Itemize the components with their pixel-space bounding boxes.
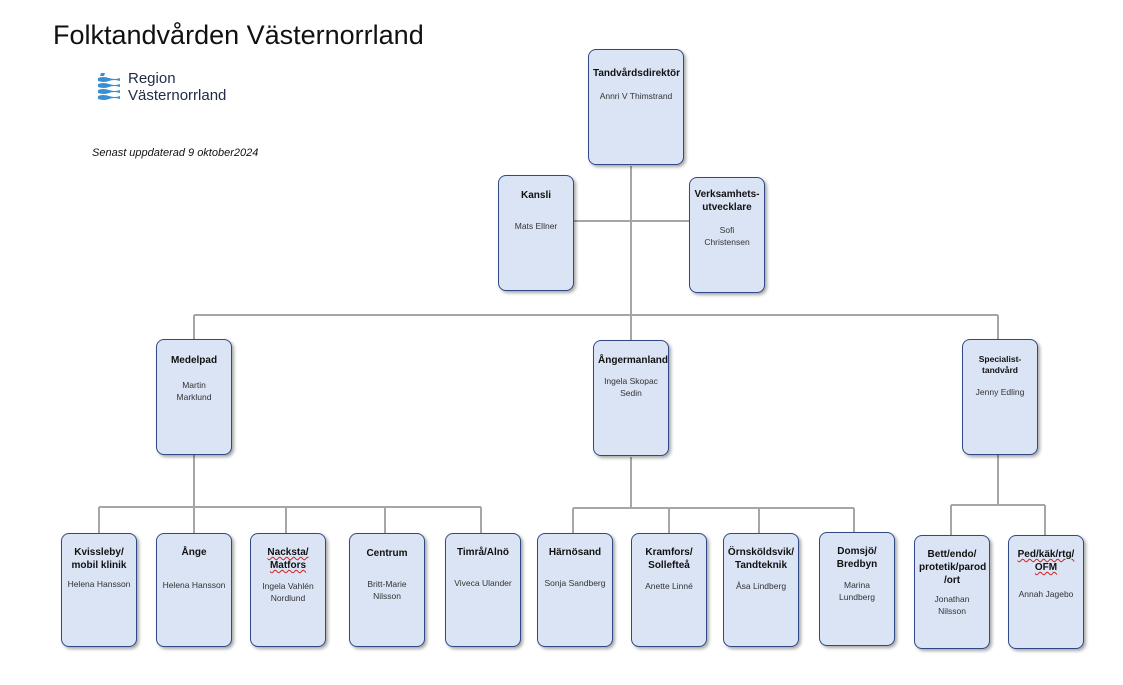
- node-person: Marina Lundberg: [839, 580, 875, 602]
- node-verksamhetsutvecklare: Verksamhets-utvecklare Sofi Christensen: [689, 177, 765, 293]
- node-person: Helena Hansson: [162, 580, 226, 590]
- node-title: Centrum: [366, 548, 408, 559]
- node-title: Kramfors/ Sollefteå: [645, 547, 693, 571]
- node-unit-ange: Ånge Helena Hansson: [156, 533, 232, 647]
- node-person: Jonathan Nilsson: [934, 594, 970, 616]
- node-person: Åsa Lindberg: [735, 581, 787, 591]
- node-person: Sonja Sandberg: [544, 578, 606, 588]
- node-title: Specialist-tandvård: [978, 354, 1022, 375]
- node-title: Ånge: [181, 547, 207, 558]
- node-unit-kvissleby: Kvissleby/ mobil klinik Helena Hansson: [61, 533, 137, 647]
- node-person: Ingela Vahlén Nordlund: [262, 581, 314, 603]
- node-person: Britt-Marie Nilsson: [367, 579, 407, 601]
- node-title: Medelpad: [170, 355, 218, 366]
- node-title: Örnsköldsvik/ Tandteknik: [727, 547, 795, 571]
- node-unit-harnosand: Härnösand Sonja Sandberg: [537, 533, 613, 647]
- node-unit-domsjo: Domsjö/ Bredbyn Marina Lundberg: [819, 532, 895, 646]
- node-unit-timra: Timrå/Alnö Viveca Ulander: [445, 533, 521, 647]
- node-person: Martin Marklund: [176, 380, 212, 402]
- node-unit-ornskoldsvik: Örnsköldsvik/ Tandteknik Åsa Lindberg: [723, 533, 799, 647]
- logo-text: Region Västernorrland: [128, 70, 226, 104]
- node-person: Sofi Christensen: [704, 225, 750, 247]
- node-person: Anette Linné: [645, 581, 693, 591]
- node-specialisttandvard: Specialist-tandvård Jenny Edling: [962, 339, 1038, 455]
- node-title: Timrå/Alnö: [456, 547, 510, 558]
- node-director: Tandvårdsdirektör Annri V Thimstrand: [588, 49, 684, 165]
- node-unit-centrum: Centrum Britt-Marie Nilsson: [349, 533, 425, 647]
- region-logo: Region Västernorrland: [98, 70, 258, 110]
- node-person: Ingela Skopac Sedin: [604, 376, 658, 398]
- node-person: Annri V Thimstrand: [599, 91, 673, 101]
- node-unit-bett-endo: Bett/endo/ protetik/parod /ort Jonathan …: [914, 535, 990, 649]
- last-updated: Senast uppdaterad 9 oktober2024: [92, 147, 259, 159]
- node-title: Domsjö/ Bredbyn: [836, 546, 878, 570]
- node-title: Tandvårdsdirektör: [593, 68, 681, 79]
- node-unit-ped-kak: Ped/käk/rtg/ OFM Annah Jagebo: [1008, 535, 1084, 649]
- node-title: Verksamhets-utvecklare: [694, 189, 760, 213]
- logo-line-1: Region: [128, 70, 176, 87]
- logo-line-2: Västernorrland: [128, 87, 227, 104]
- node-angermanland: Ångermanland Ingela Skopac Sedin: [593, 340, 669, 456]
- node-unit-nacksta: Nacksta/ Matfors Ingela Vahlén Nordlund: [250, 533, 326, 647]
- node-medelpad: Medelpad Martin Marklund: [156, 339, 232, 455]
- node-person: Helena Hansson: [67, 579, 131, 589]
- node-title: Kansli: [520, 190, 551, 201]
- node-person: Mats Ellner: [514, 221, 558, 231]
- node-person: Jenny Edling: [975, 387, 1025, 397]
- node-title: Kvissleby/ mobil klinik: [71, 547, 127, 571]
- node-unit-kramfors: Kramfors/ Sollefteå Anette Linné: [631, 533, 707, 647]
- node-kansli: Kansli Mats Ellner: [498, 175, 574, 291]
- page-title: Folktandvården Västernorrland: [53, 20, 424, 50]
- node-title: Ped/käk/rtg/ OFM: [1017, 549, 1075, 573]
- region-wave-icon: [98, 73, 120, 100]
- node-title: Ångermanland: [598, 355, 669, 366]
- node-title: Härnösand: [548, 547, 602, 558]
- node-person: Annah Jagebo: [1018, 589, 1074, 599]
- node-person: Viveca Ulander: [454, 578, 512, 588]
- node-title: Bett/endo/ protetik/parod /ort: [919, 549, 987, 586]
- node-title: Nacksta/ Matfors: [267, 547, 309, 571]
